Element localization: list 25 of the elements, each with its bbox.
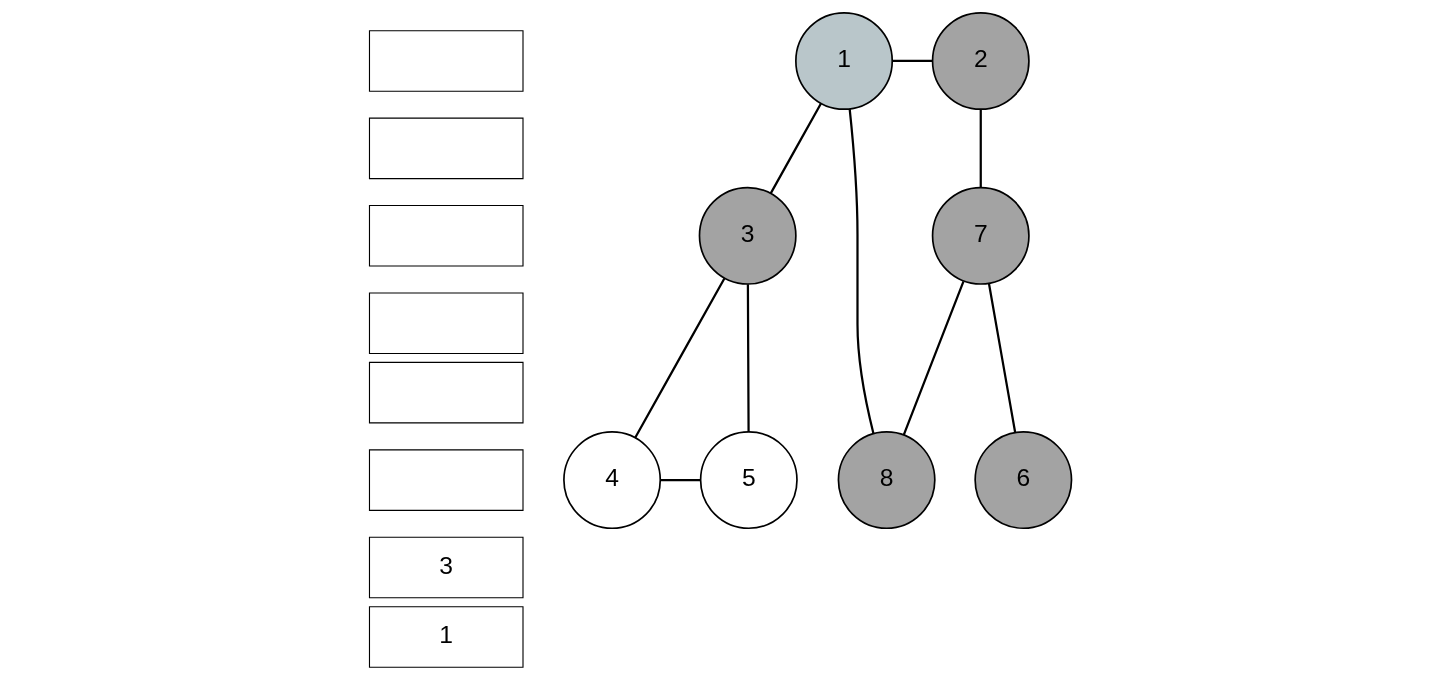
node-box	[368, 117, 524, 180]
connector	[633, 277, 725, 439]
node-circle: 4	[562, 431, 661, 530]
node-box	[368, 361, 524, 424]
node-circle: 7	[931, 186, 1030, 285]
node-box: 1	[368, 606, 524, 668]
node-box	[368, 204, 524, 267]
connector	[987, 283, 1016, 433]
connector	[746, 284, 750, 432]
node-box	[368, 30, 524, 92]
connector	[892, 59, 933, 63]
connector	[902, 280, 965, 436]
node-box	[368, 449, 524, 511]
connector	[769, 102, 822, 194]
node-circle: 3	[698, 186, 797, 285]
node-box	[368, 292, 524, 354]
connector	[848, 108, 875, 434]
node-circle: 5	[699, 431, 798, 530]
connector	[660, 478, 701, 482]
node-circle: 1	[794, 11, 893, 110]
node-circle: 8	[837, 431, 936, 530]
connector	[979, 109, 982, 188]
node-circle: 2	[931, 11, 1030, 110]
node-circle: 6	[973, 431, 1072, 530]
node-box: 3	[368, 536, 524, 599]
